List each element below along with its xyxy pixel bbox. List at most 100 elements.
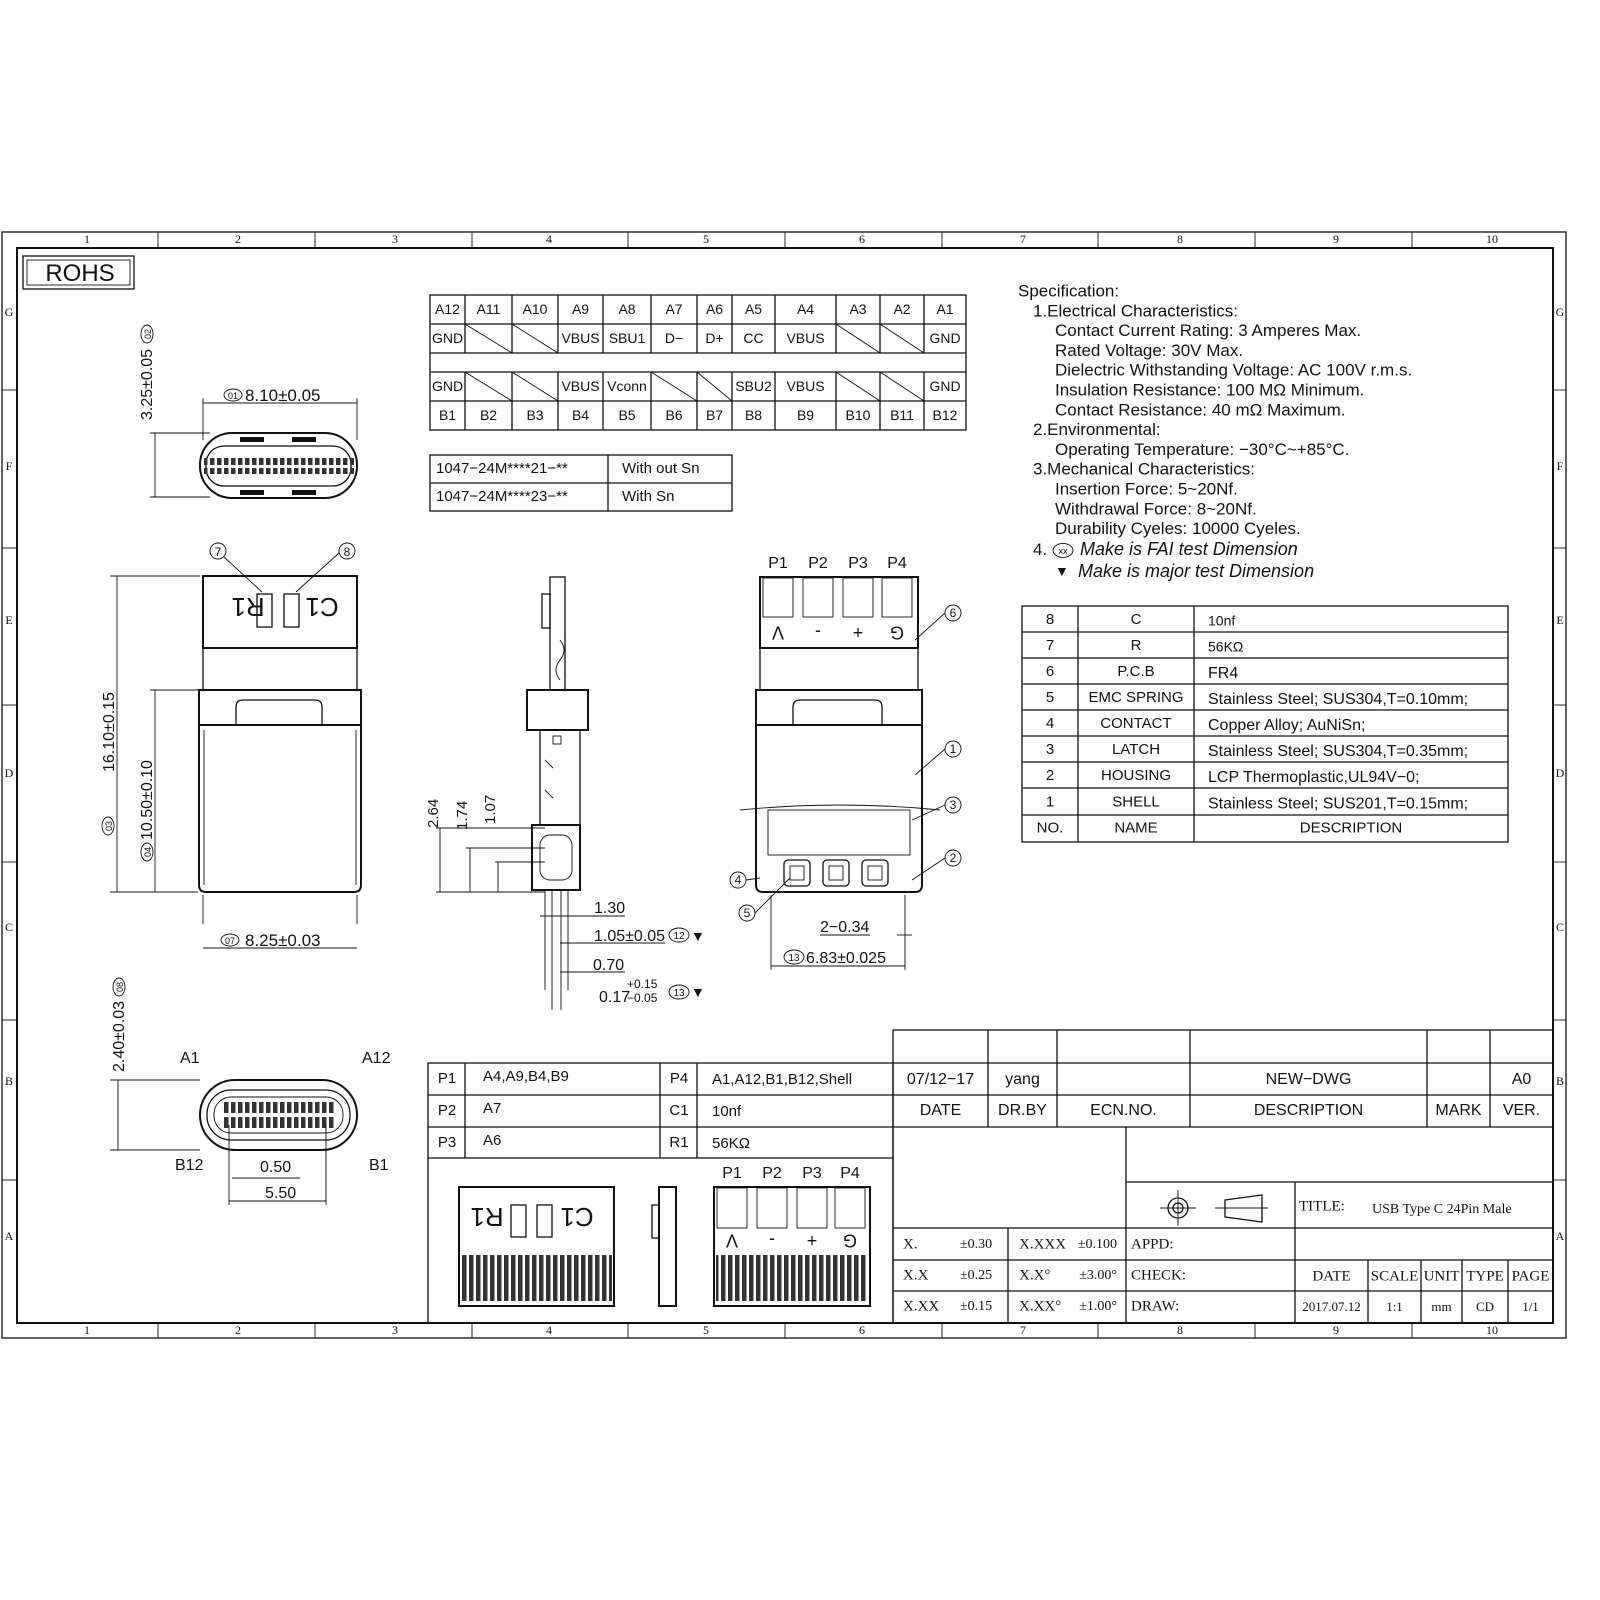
info-header-date: DATE [1312,1268,1350,1284]
dim-length-1050: 10.50±0.10 [139,760,156,840]
header-description: DESCRIPTION [1300,819,1403,836]
top-end-view: 01 8.10±0.05 3.25±0.05 02 [139,324,358,499]
spec-item: Insertion Force: 5~20Nf. [1055,479,1238,498]
title-block-border [892,1029,1554,1324]
spec-note-number: 4. [1033,540,1047,559]
dim-side-264: 2.64 [425,799,442,828]
major-dim-marker-2: ▼ [691,984,705,1000]
pad-P1 [762,577,794,618]
dim-side-017-upper: +0.15 [627,977,658,991]
pad-id: P3 [438,1134,456,1151]
revision-version: A0 [1512,1071,1532,1088]
tolerance-format: X.XXX [1019,1236,1066,1252]
callout-3: 3 [950,798,957,812]
revision-drawn_by: yang [1005,1071,1040,1088]
tolerance-format: X.XX [903,1298,939,1314]
zone-row-right-E: E [1556,613,1563,627]
no-connect-diagonal [511,371,559,402]
pin-cell: B12 [933,407,958,423]
dim-side-070: 0.70 [593,957,624,974]
detail-pad-label-P2: P2 [762,1165,782,1182]
part-name: SHELL [1112,793,1160,810]
end-label-b1: B1 [369,1157,389,1174]
pad-pins: 10nf [712,1103,742,1120]
dim-badge-03: 03 [104,821,114,831]
approval-check: CHECK: [1131,1267,1186,1283]
dim-width-825: 8.25±0.03 [245,931,321,950]
pin-cell: A3 [849,301,866,317]
detail-pad-mark: V [726,1230,738,1250]
no-connect-diagonal [464,323,513,354]
pin-cell: A8 [618,301,635,317]
spec-item: Rated Voltage: 30V Max. [1055,341,1243,360]
dim-pitch-050: 0.50 [260,1159,291,1176]
approval-draw: DRAW: [1131,1298,1179,1314]
pin-cell: GND [929,378,960,394]
dim-length-1610: 16.10±0.15 [101,692,118,772]
tolerance-format: X.XX° [1019,1298,1061,1314]
pcb-detail-c1: C1 [560,1202,593,1232]
approval-appd: APPD: [1131,1236,1174,1252]
spec-heading: Specification: [1018,281,1119,300]
zone-row-left-F: F [6,459,13,473]
zone-row-left-D: D [5,766,14,780]
pin-cell: D− [665,330,683,346]
detail-pad-P2 [756,1187,788,1229]
zone-row-right-B: B [1556,1074,1564,1088]
part-name: HOUSING [1101,767,1171,784]
zone-row-left-A: A [5,1229,14,1243]
no-connect-diagonal [835,323,881,354]
specification-notes: Specification:1.Electrical Characteristi… [1018,281,1412,581]
dim-side-174: 1.74 [454,801,471,830]
spec-item: Insulation Resistance: 100 MΩ Minimum. [1055,380,1364,399]
tolerance-value: ±3.00° [1079,1268,1117,1283]
pad-id: P4 [670,1070,688,1087]
spec-item: Withdrawal Force: 8~20Nf. [1055,499,1257,518]
no-connect-diagonal [879,323,925,354]
major-marker-icon: ▼ [1055,563,1069,579]
zone-col-bottom-6: 6 [859,1323,865,1337]
leader-line [911,857,946,881]
zone-row-left-B: B [5,1074,13,1088]
no-connect-diagonal [835,371,881,402]
info-header-scale: SCALE [1371,1268,1419,1284]
pad-pins: A1,A12,B1,B12,Shell [712,1071,852,1088]
dim-badge-13b: 13 [788,953,800,964]
end-label-b12: B12 [175,1157,204,1174]
pin-cell: B11 [890,407,914,423]
tolerance-value: ±1.00° [1079,1299,1117,1314]
pin-cell: A10 [523,301,548,317]
part-number: 1047−24M****23−** [436,488,568,505]
pin-cell: SBU1 [609,330,646,346]
pad-label-P2: P2 [808,555,828,572]
title-label: TITLE: [1299,1198,1345,1214]
pin-cell: D+ [705,330,723,346]
callout-6: 6 [950,606,957,620]
callout-7: 7 [215,545,222,559]
callout-5: 5 [744,906,751,920]
pad-pins: 56KΩ [712,1135,750,1152]
callout-1: 1 [950,742,957,756]
zone-col-top-4: 4 [546,232,552,246]
pin-cell: B4 [572,407,589,423]
pcb-label-r1: R1 [231,592,264,622]
pin-cell: A5 [745,301,762,317]
tolerance-format: X.X [903,1267,929,1283]
zone-row-right-D: D [1556,766,1565,780]
spec-item: Dielectric Withstanding Voltage: AC 100V… [1055,361,1412,380]
pin-cell: B7 [706,407,723,423]
zone-col-bottom-1: 1 [84,1323,90,1337]
part-description: Stainless Steel; SUS304,T=0.35mm; [1208,743,1468,760]
zone-col-bottom-5: 5 [703,1323,709,1337]
outer-frame [1,231,1567,1339]
part-description: 10nf [1208,613,1235,629]
revision-header-date: DATE [920,1102,961,1119]
dim-pad-width: 2−0.34 [820,919,869,936]
pin-cell: B6 [665,407,682,423]
end-label-a1: A1 [180,1050,200,1067]
part-description: Stainless Steel; SUS304,T=0.10mm; [1208,691,1468,708]
